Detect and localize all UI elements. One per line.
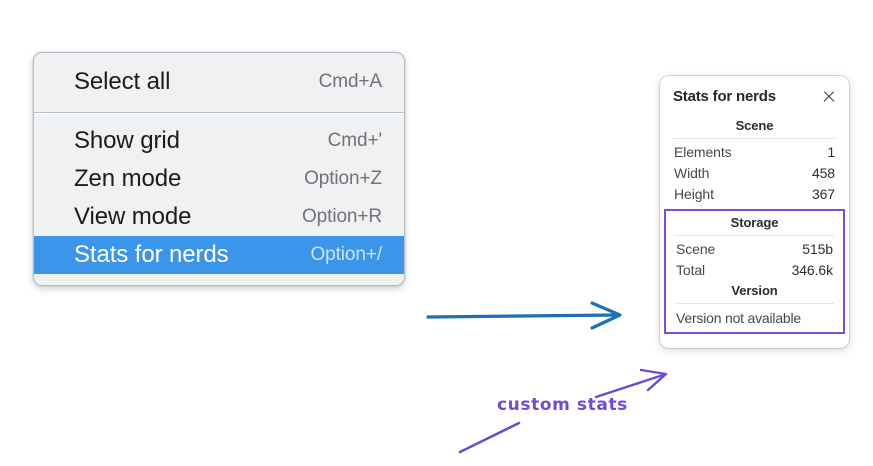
stats-row-storage-total: Total 346.6k (673, 260, 836, 281)
divider (673, 138, 836, 139)
stat-value: 367 (811, 186, 835, 202)
stats-row-elements: Elements 1 (671, 142, 838, 163)
menu-item-label: Show grid (74, 127, 180, 154)
stats-row-height: Height 367 (671, 184, 838, 205)
stats-row-storage-scene: Scene 515b (673, 239, 836, 260)
stats-section-storage: Storage Scene 515b Total 346.6k (673, 213, 836, 281)
menu-item-shortcut: Cmd+' (327, 130, 382, 151)
stats-for-nerds-panel: Stats for nerds Scene Elements 1 Width 4… (660, 76, 849, 348)
menu-item-shortcut: Cmd+A (318, 71, 382, 92)
stat-key: Height (674, 186, 714, 202)
stats-panel-title: Stats for nerds (673, 88, 776, 105)
menu-item-shortcut: Option+/ (310, 244, 382, 265)
stats-section-version: Version Version not available (673, 281, 836, 327)
purple-underline-stroke (458, 421, 521, 454)
menu-item-stats-for-nerds[interactable]: Stats for nerds Option+/ (34, 236, 404, 274)
menu-item-label: Zen mode (74, 165, 182, 192)
stat-value: 458 (811, 165, 835, 181)
menu-item-label: View mode (74, 203, 192, 230)
menu-divider (34, 112, 404, 113)
stat-value: 515b (802, 241, 833, 257)
menu-item-label: Select all (74, 68, 171, 95)
version-heading: Version (731, 283, 778, 298)
stat-value: 1 (827, 144, 835, 160)
menu-item-view-mode[interactable]: View mode Option+R (34, 198, 404, 236)
menu-item-show-grid[interactable]: Show grid Cmd+' (34, 122, 404, 160)
storage-heading: Storage (730, 215, 779, 230)
annotation-custom-stats-label: custom stats (497, 395, 628, 415)
version-note: Version not available (676, 310, 801, 326)
menu-item-shortcut: Option+Z (304, 168, 382, 189)
stat-key: Scene (676, 241, 716, 257)
custom-stats-highlight-box: Storage Scene 515b Total 346.6k Version … (664, 209, 845, 334)
menu-item-shortcut: Option+R (302, 206, 382, 227)
menu-item-select-all[interactable]: Select all Cmd+A (34, 63, 404, 101)
purple-arrow-icon (594, 368, 668, 399)
stats-row-width: Width 458 (671, 163, 838, 184)
menu-section-selection: Select all Cmd+A (34, 53, 404, 112)
divider (675, 235, 834, 236)
close-icon[interactable] (821, 89, 837, 105)
stats-section-scene: Scene Elements 1 Width 458 Height 367 (671, 116, 838, 205)
menu-item-label: Stats for nerds (74, 241, 229, 268)
stat-key: Width (674, 165, 710, 181)
stat-key: Total (676, 262, 706, 278)
stat-key: Elements (674, 144, 732, 160)
stats-panel-header: Stats for nerds (671, 88, 838, 105)
canvas-context-menu[interactable]: Select all Cmd+A Show grid Cmd+' Zen mod… (33, 52, 405, 286)
menu-item-zen-mode[interactable]: Zen mode Option+Z (34, 160, 404, 198)
blue-arrow-icon (426, 301, 622, 330)
stat-value: 346.6k (791, 262, 834, 278)
menu-section-view: Show grid Cmd+' Zen mode Option+Z View m… (34, 113, 404, 285)
divider (675, 303, 834, 304)
scene-heading: Scene (735, 118, 774, 133)
